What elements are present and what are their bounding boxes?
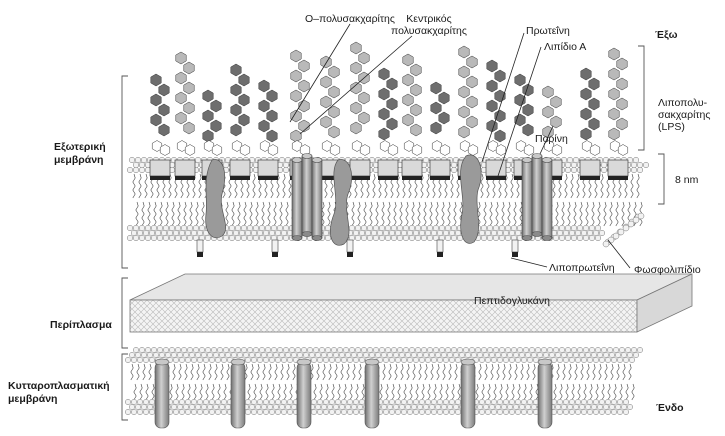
membrane-protein [460,154,482,244]
transmembrane-protein [154,358,170,429]
membrane-protein [205,159,227,238]
periplasm-bracket [121,277,128,349]
cytoplasmic-membrane-bracket [121,353,128,421]
porin-protein [521,153,553,241]
lps-molecule [607,47,629,180]
cytoplasmic-membrane-label-line1: Κυτταροπλασματική [8,380,110,392]
lipoprotein [346,239,354,257]
lps-bracket [638,45,645,151]
lps-molecule [149,73,171,180]
phospholipid-label: Φωσφολιπίδιο [634,264,701,276]
leader-lines [289,23,631,269]
lps-molecule [349,41,371,180]
core-polysaccharide-label-line2: πολυσακχαρίτης [391,25,467,37]
thickness-label: 8 nm [675,174,699,186]
protein-label: Πρωτεΐνη [526,25,570,37]
outside-label: Έξω [655,29,678,41]
peptidoglycan-layer [129,273,693,333]
lps-molecule [229,63,251,180]
cytoplasmic-membrane-label-line2: μεμβράνη [8,393,57,405]
porin-label: Πορίνη [535,133,568,145]
transmembrane-protein [230,358,246,429]
outer-membrane [126,41,650,257]
lipoprotein [271,239,279,257]
transmembrane-protein [296,358,312,429]
lps-label-line2: σακχαρίτης [658,109,710,121]
thickness-bracket [658,153,665,205]
transmembrane-protein [364,358,380,429]
transmembrane-protein [460,358,476,429]
lipoprotein [436,239,444,257]
core-polysaccharide-label-line1: Κεντρικός [406,13,451,25]
lps-molecule [174,51,196,180]
lps-molecule [257,79,279,180]
lipid-a-label: Λιπίδιο Α [544,41,586,53]
lps-molecule [401,53,423,180]
peptidoglycan-label: Πεπτιδογλυκάνη [474,295,550,307]
membrane-protein [330,159,352,246]
o-polysaccharide-label: O–πολυσακχαρίτης [305,13,395,25]
inside-label: Ένδο [656,402,684,414]
outer-membrane-label-line2: μεμβράνη [54,154,103,166]
lipoprotein-label: Λιποπρωτεΐνη [549,262,615,274]
lipoprotein [511,239,519,257]
lps-label-line3: (LPS) [658,121,685,133]
periplasm-label: Περίπλασμα [50,319,112,331]
lps-molecule [485,59,507,180]
cytoplasmic-membrane [125,347,643,429]
lps-molecule [429,81,451,180]
outer-membrane-label-line1: Εξωτερική [54,141,106,153]
lps-label-line1: Λιποπολυ- [658,97,708,109]
porin-protein [291,153,323,241]
lps-molecule [377,67,399,180]
transmembrane-protein [537,358,553,429]
lps-molecule [579,67,601,180]
outer-membrane-bracket [121,75,128,269]
lipoprotein [196,239,204,257]
